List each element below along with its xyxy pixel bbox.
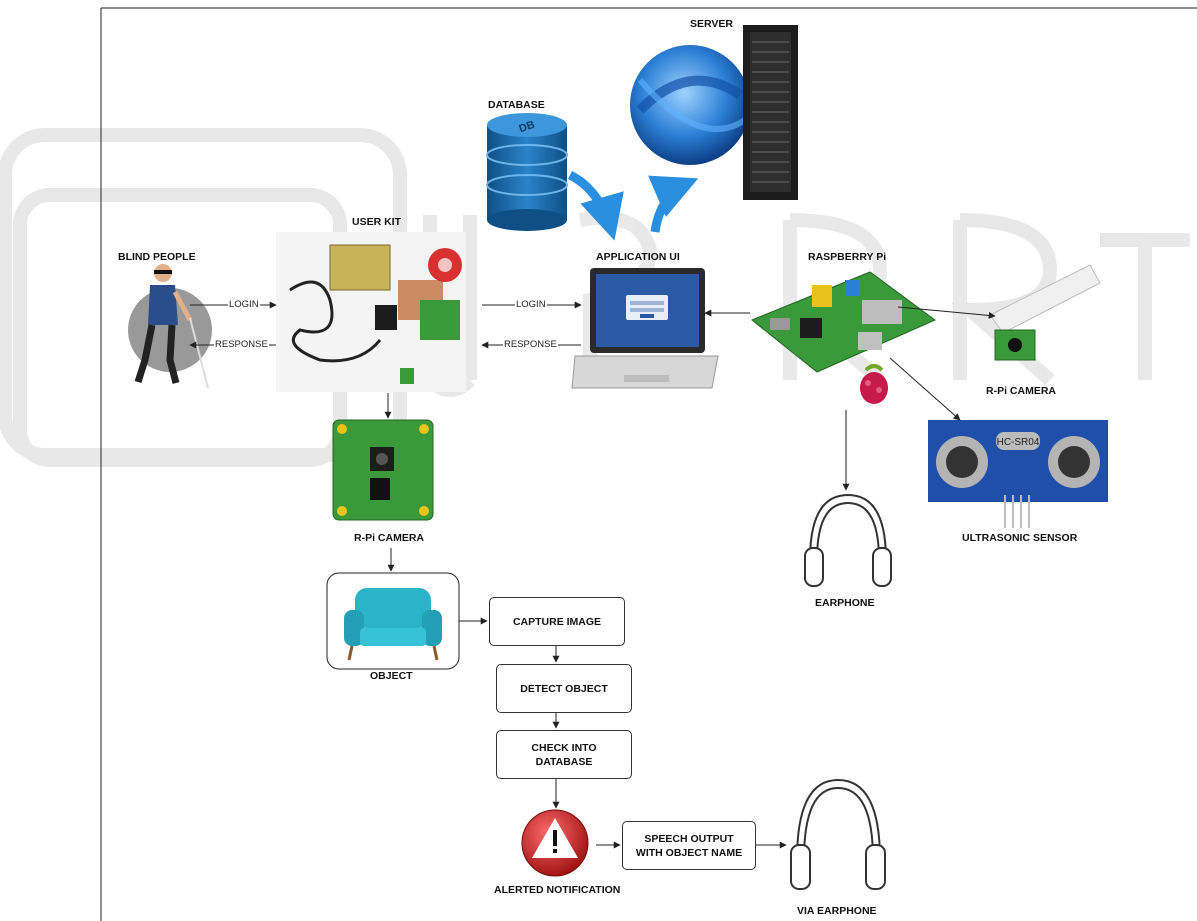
- rpi-camera-left-label: R-Pi CAMERA: [354, 532, 424, 544]
- raspberry-pi-label: RASPBERRY Pi: [808, 251, 887, 263]
- object-label: OBJECT: [370, 670, 413, 682]
- rpi-camera-right-label: R-Pi CAMERA: [986, 385, 1056, 397]
- rpi-camera-left-image: [332, 419, 434, 521]
- user-kit-image: [276, 232, 466, 392]
- sensor-chip-text: HC-SR04: [997, 437, 1040, 448]
- check-database-step: CHECK INTO DATABASE: [496, 730, 632, 779]
- pi-to-camera-arrow: [897, 306, 996, 319]
- server-icon: [630, 25, 798, 200]
- detect-object-step: DETECT OBJECT: [496, 664, 632, 713]
- raspberry-logo-icon: [860, 364, 888, 404]
- speech-output-step: SPEECH OUTPUT WITH OBJECT NAME: [622, 821, 756, 870]
- app-to-server-arrow: [648, 175, 699, 233]
- alerted-notification-label: ALERTED NOTIFICATION: [494, 884, 621, 896]
- ultrasonic-sensor-label: ULTRASONIC SENSOR: [962, 532, 1078, 544]
- ultrasonic-sensor-image: HC-SR04: [928, 420, 1108, 528]
- laptop-icon: [571, 268, 719, 389]
- db-to-app-arrow: [567, 170, 624, 241]
- raspberry-pi-board: [751, 271, 936, 373]
- response-label-1: RESPONSE: [214, 339, 269, 350]
- blind-person-icon: [128, 264, 212, 389]
- database-label: DATABASE: [488, 99, 545, 111]
- db-cylinder-text: DB: [517, 119, 536, 136]
- login-label-2: LOGIN: [515, 299, 547, 310]
- detect-object-text: DETECT OBJECT: [520, 682, 608, 695]
- database-icon: DB: [486, 113, 568, 231]
- speech-output-text-line1: SPEECH OUTPUT: [644, 832, 734, 845]
- capture-image-text: CAPTURE IMAGE: [512, 615, 602, 628]
- speech-output-text-line2: WITH OBJECT NAME: [635, 846, 743, 859]
- sofa-icon: [344, 588, 442, 661]
- alert-icon: [521, 809, 589, 877]
- check-database-text-line2: DATABASE: [535, 755, 593, 768]
- application-ui-label: APPLICATION UI: [596, 251, 680, 263]
- login-label-1: LOGIN: [228, 299, 260, 310]
- server-label: SERVER: [690, 18, 733, 30]
- via-earphone-label: VIA EARPHONE: [797, 905, 877, 917]
- user-kit-label: USER KIT: [352, 216, 402, 228]
- response-label-2: RESPONSE: [503, 339, 558, 350]
- earphone-icon: [804, 493, 892, 587]
- check-database-text-line1: CHECK INTO: [531, 741, 597, 754]
- pi-to-sensor-arrow: [889, 357, 961, 421]
- blind-people-label: BLIND PEOPLE: [118, 251, 196, 263]
- via-earphone-icon: [790, 778, 886, 890]
- rpi-camera-right-image: [989, 264, 1101, 361]
- earphone-label: EARPHONE: [815, 597, 875, 609]
- capture-image-step: CAPTURE IMAGE: [489, 597, 625, 646]
